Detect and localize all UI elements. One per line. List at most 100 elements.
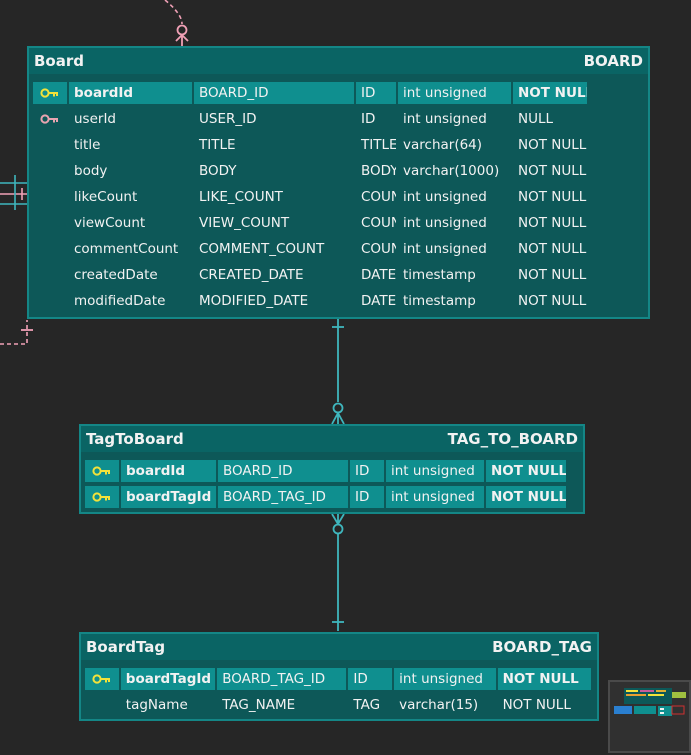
primary-key-icon: [85, 460, 121, 482]
column-physical-name: USER_ID: [194, 108, 356, 130]
column-logical-name: likeCount: [69, 186, 194, 208]
relation-board-tagtoboard[interactable]: [331, 318, 345, 425]
entity-physical-name: BOARD_TAG: [492, 638, 592, 656]
column-data-type: int unsigned: [398, 212, 513, 234]
key-icon-slot: [33, 160, 69, 182]
column-nullability: NOT NULL: [513, 82, 589, 104]
relation-bottom-left[interactable]: [0, 320, 33, 345]
column-domain: ID: [350, 460, 386, 482]
column-data-type: int unsigned: [398, 108, 513, 130]
relation-left-board[interactable]: [0, 175, 28, 210]
column-logical-name: viewCount: [69, 212, 194, 234]
primary-key-icon: [85, 486, 121, 508]
column-nullability: NOT NULL: [498, 694, 593, 716]
column-nullability: NOT NULL: [513, 160, 589, 182]
column-data-type: int unsigned: [398, 82, 513, 104]
column-physical-name: CREATED_DATE: [194, 264, 356, 286]
minimap[interactable]: [608, 680, 691, 753]
column-data-type: varchar(15): [394, 694, 498, 716]
column-physical-name: BOARD_TAG_ID: [218, 486, 350, 508]
relation-user-board[interactable]: [164, 0, 189, 46]
key-icon-slot: [33, 238, 69, 260]
entity-header[interactable]: TagToBoard TAG_TO_BOARD: [81, 426, 583, 452]
column-logical-name: boardTagId: [121, 486, 218, 508]
entity-physical-name: BOARD: [583, 52, 643, 70]
entity-logical-name: TagToBoard: [86, 430, 184, 448]
column-logical-name: body: [69, 160, 194, 182]
column-data-type: timestamp: [398, 290, 513, 312]
foreign-key-icon: [33, 108, 69, 130]
column-domain: ID: [350, 486, 386, 508]
column-physical-name: LIKE_COUNT: [194, 186, 356, 208]
column-nullability: NULL: [513, 108, 589, 130]
column-data-type: int unsigned: [398, 186, 513, 208]
column-domain: TITLE: [356, 134, 398, 156]
column-physical-name: TAG_NAME: [217, 694, 349, 716]
column-logical-name: boardTagId: [120, 668, 218, 690]
key-icon-slot: [85, 694, 121, 716]
column-physical-name: BOARD_TAG_ID: [217, 668, 349, 690]
minimap-preview: [614, 688, 686, 716]
column-nullability: NOT NULL: [513, 264, 589, 286]
column-domain: COUNT: [356, 212, 398, 234]
entity-logical-name: BoardTag: [86, 638, 166, 656]
key-icon-slot: [33, 264, 69, 286]
column-domain: ID: [356, 82, 398, 104]
entity-header[interactable]: Board BOARD: [29, 48, 648, 74]
column-physical-name: BOARD_ID: [218, 460, 350, 482]
column-logical-name: boardId: [121, 460, 218, 482]
column-nullability: NOT NULL: [513, 238, 589, 260]
column-logical-name: tagName: [121, 694, 218, 716]
key-icon-slot: [33, 134, 69, 156]
key-icon-slot: [33, 290, 69, 312]
primary-key-icon: [85, 668, 121, 690]
column-domain: TAG: [348, 694, 395, 716]
column-domain: DATE: [356, 290, 398, 312]
column-physical-name: VIEW_COUNT: [194, 212, 356, 234]
column-physical-name: BODY: [194, 160, 356, 182]
column-nullability: NOT NULL: [497, 668, 593, 690]
column-nullability: NOT NULL: [486, 486, 568, 508]
entity-header[interactable]: BoardTag BOARD_TAG: [81, 634, 597, 660]
column-data-type: varchar(1000): [398, 160, 513, 182]
column-data-type: int unsigned: [386, 486, 486, 508]
column-logical-name: createdDate: [69, 264, 194, 286]
column-logical-name: title: [69, 134, 194, 156]
column-logical-name: commentCount: [69, 238, 194, 260]
column-data-type: int unsigned: [398, 238, 513, 260]
column-logical-name: userId: [69, 108, 194, 130]
primary-key-icon: [33, 82, 69, 104]
column-logical-name: modifiedDate: [69, 290, 194, 312]
relation-tagtoboard-boardtag[interactable]: [331, 513, 345, 631]
column-nullability: NOT NULL: [513, 186, 589, 208]
entity-physical-name: TAG_TO_BOARD: [447, 430, 578, 448]
key-icon-slot: [33, 186, 69, 208]
column-data-type: int unsigned: [394, 668, 498, 690]
column-domain: COUNT: [356, 238, 398, 260]
column-domain: DATE: [356, 264, 398, 286]
column-physical-name: BOARD_ID: [194, 82, 356, 104]
column-domain: ID: [356, 108, 398, 130]
column-physical-name: TITLE: [194, 134, 356, 156]
column-domain: ID: [348, 668, 395, 690]
